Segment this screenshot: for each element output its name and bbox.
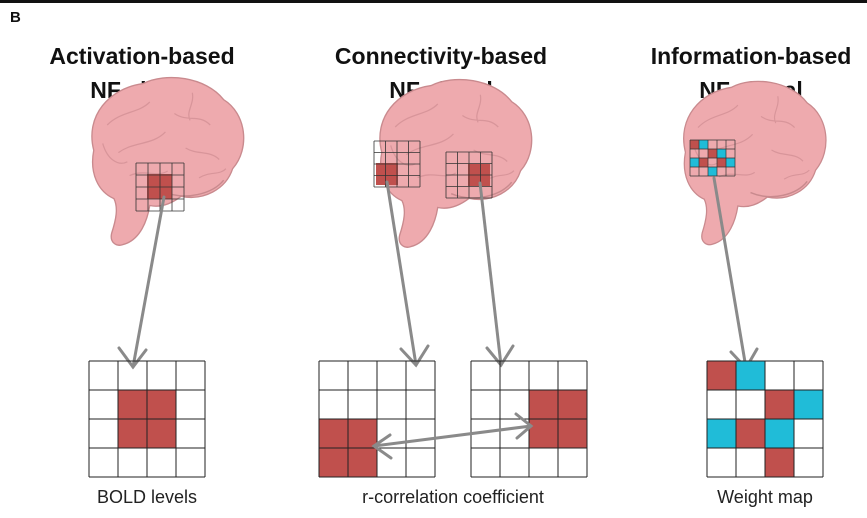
brain-voxel-grid-left <box>373 140 421 188</box>
information-title-line1: Information-based <box>650 43 852 69</box>
connectivity-title-line1: Connectivity-based <box>334 43 548 69</box>
correlation-caption: r-correlation coefficient <box>362 487 544 507</box>
top-divider <box>0 0 867 3</box>
arrow-activation <box>117 195 166 370</box>
arrow-connectivity-right <box>478 181 515 368</box>
brain-icon <box>91 76 245 246</box>
bold-levels-grid <box>88 360 206 478</box>
bold-levels-caption: BOLD levels <box>96 487 198 507</box>
arrow-connectivity-left <box>385 180 430 368</box>
brain-voxel-grid-right <box>445 151 493 199</box>
brain-voxel-grid <box>135 162 185 212</box>
activation-title-line1: Activation-based <box>49 43 235 69</box>
seed-voxel <box>376 163 398 185</box>
panel-label: B <box>10 9 21 26</box>
brain-voxel-pattern <box>689 139 736 177</box>
weight-map-grid <box>706 360 824 478</box>
correlation-double-arrow <box>371 412 534 460</box>
connectivity-grid-right <box>470 360 588 478</box>
active-voxel <box>147 174 172 199</box>
connectivity-grid-left <box>318 360 436 478</box>
weight-map-caption: Weight map <box>717 487 813 507</box>
